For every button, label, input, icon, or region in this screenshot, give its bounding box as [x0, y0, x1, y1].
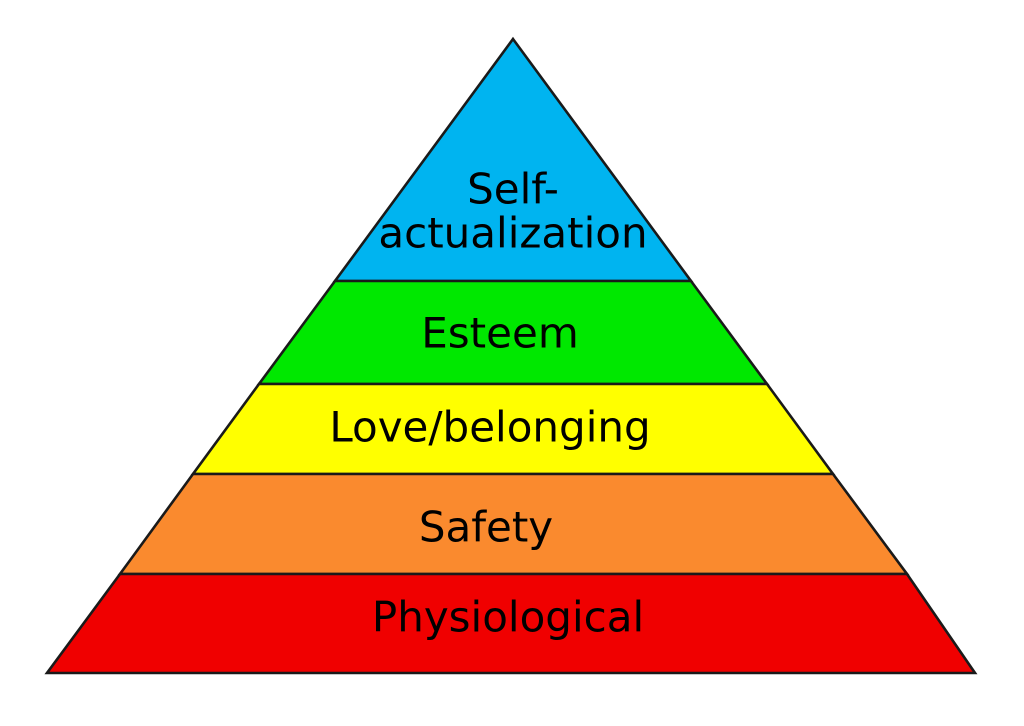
tier-shape-physiological[interactable]	[44, 572, 978, 675]
pyramid-tier-esteem[interactable]: Esteem	[256, 279, 770, 386]
tier-label-safety: Safety	[419, 503, 553, 552]
pyramid-tier-physiological[interactable]: Physiological	[44, 572, 978, 675]
pyramid-tier-love-belonging[interactable]: Love/belonging	[190, 382, 836, 476]
tier-label-esteem: Esteem	[421, 309, 578, 358]
tier-label-self-actualization-line1: Self-	[467, 165, 559, 214]
tier-label-love-belonging: Love/belonging	[329, 403, 650, 452]
tier-label-physiological: Physiological	[372, 593, 644, 642]
pyramid-tier-safety[interactable]: Safety	[117, 472, 910, 576]
tier-label-self-actualization-line2: actualization	[378, 209, 647, 258]
